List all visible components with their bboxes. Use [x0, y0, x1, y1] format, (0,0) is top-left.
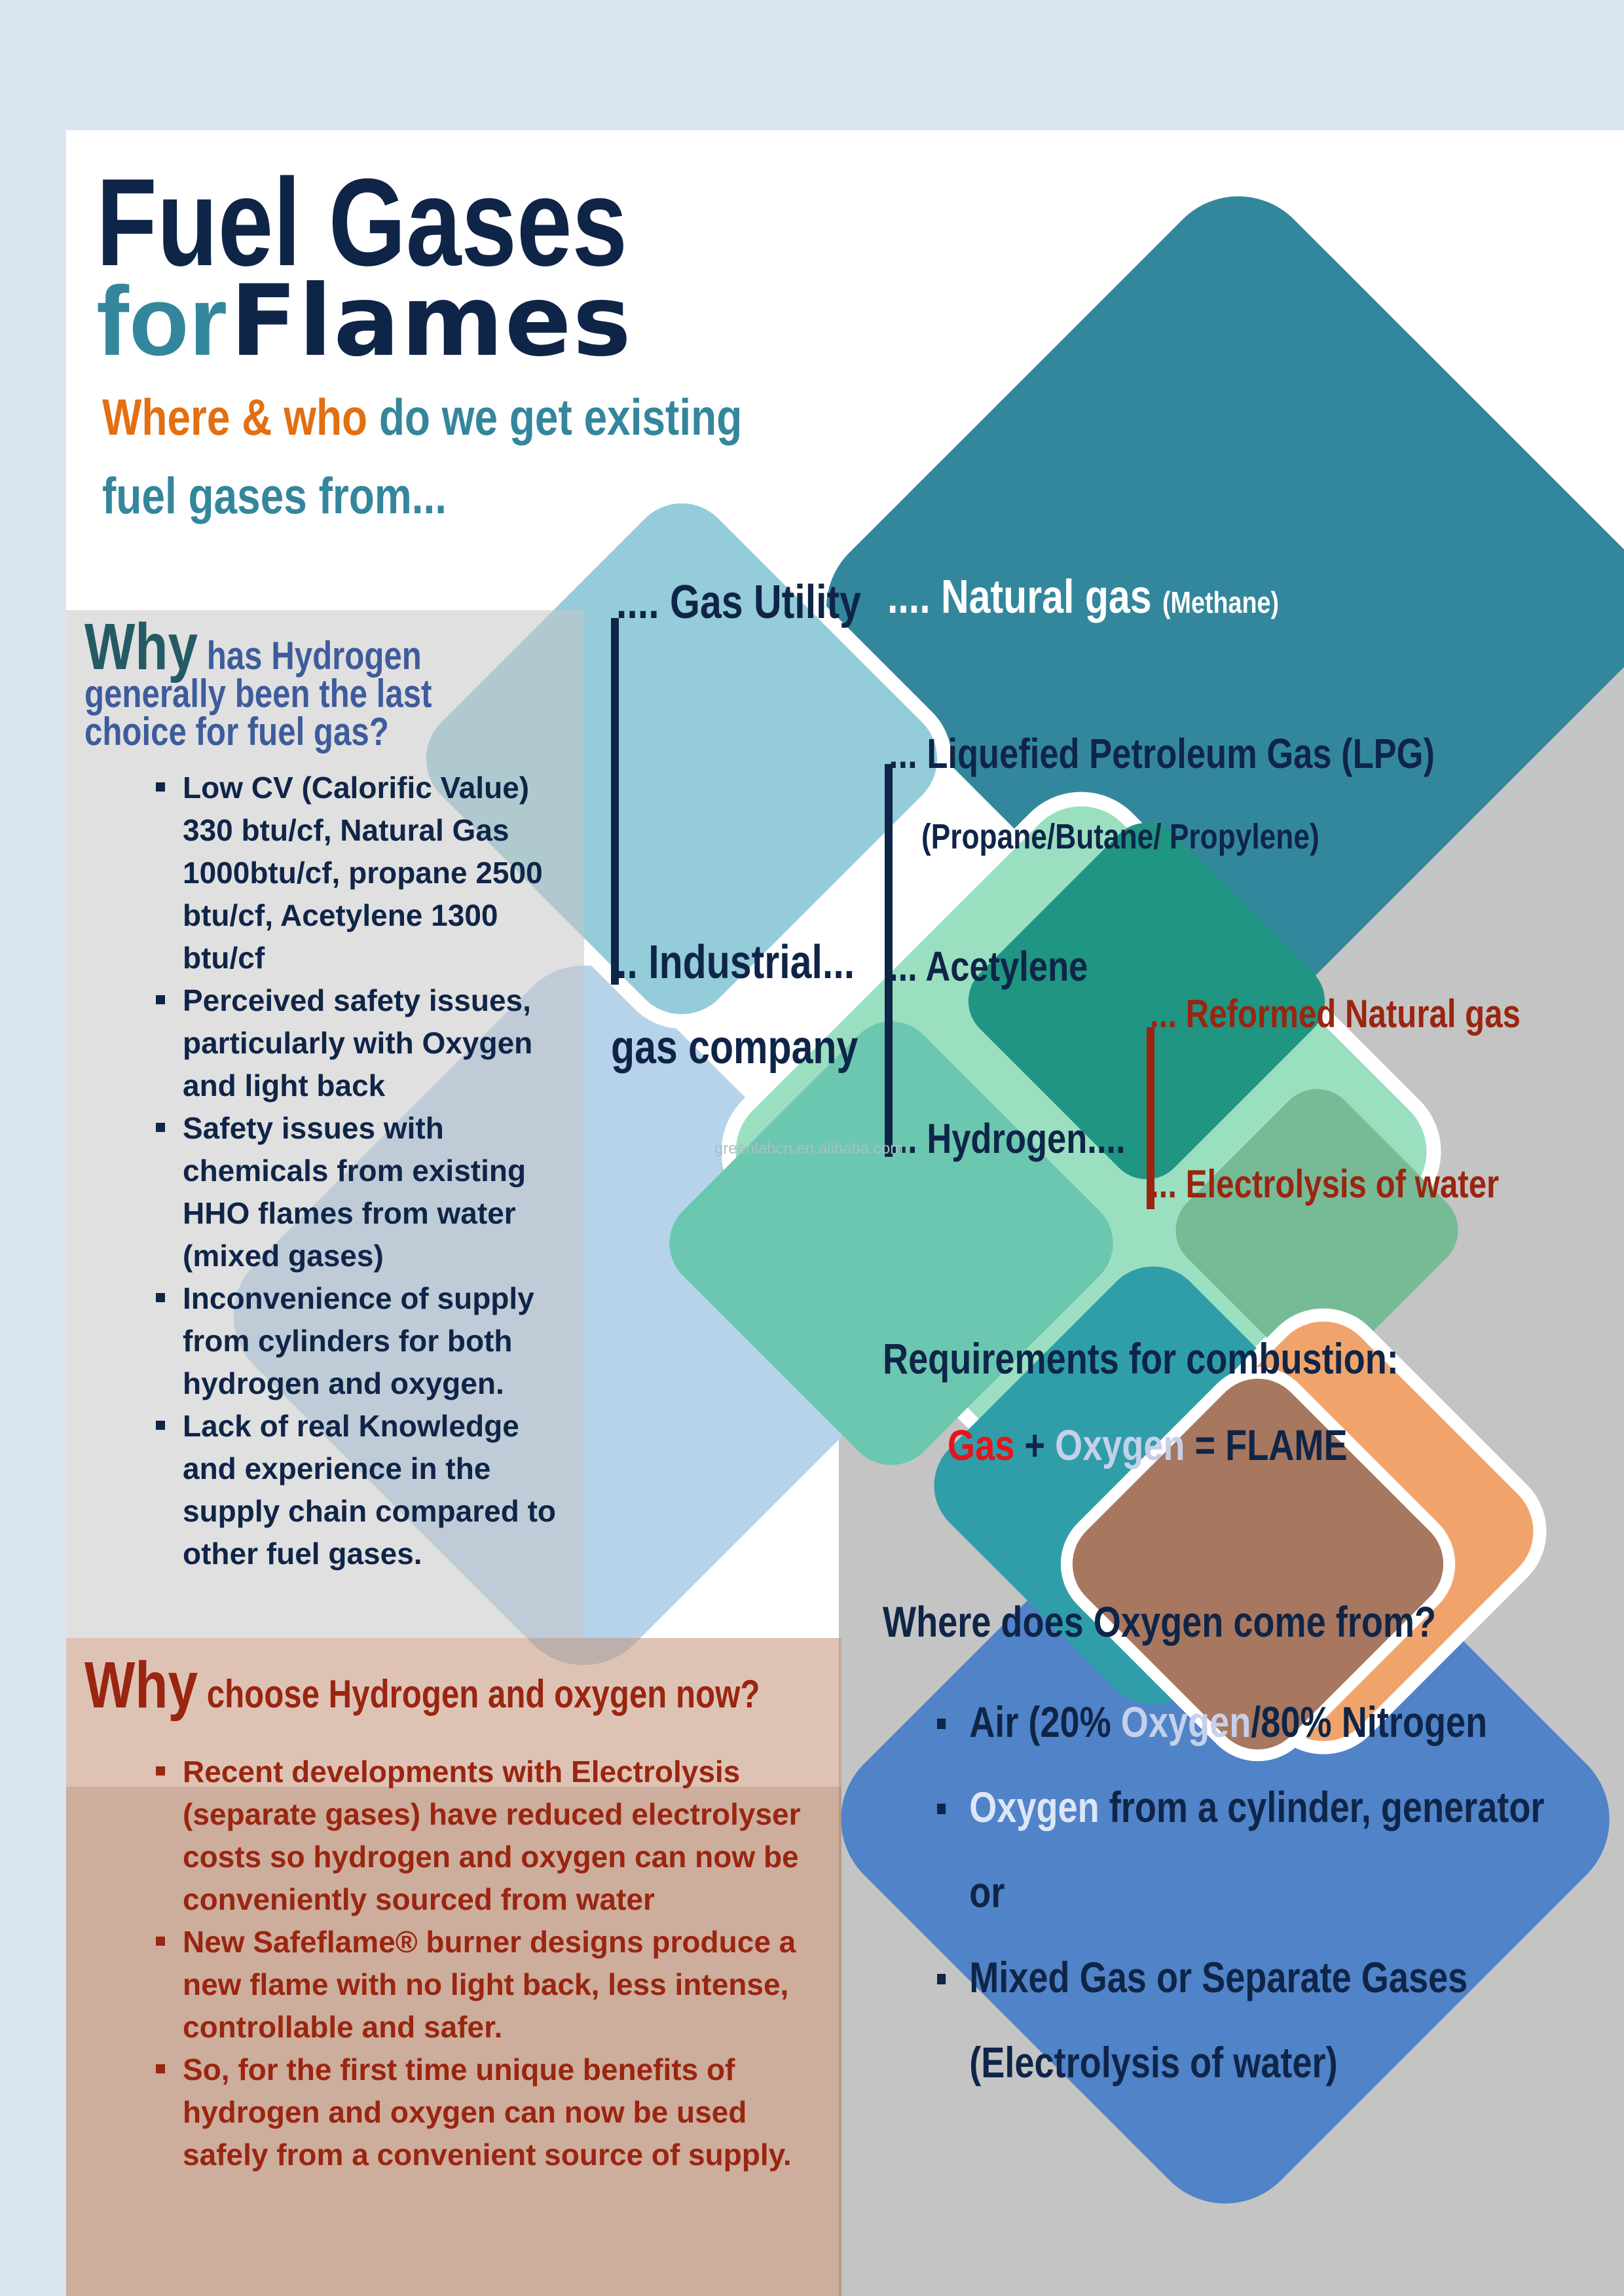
bracket-gas-utility — [611, 618, 619, 985]
label-reformed-natural-gas: ... Reformed Natural gas — [1150, 992, 1521, 1036]
oxygen-item-air: Air (20% Oxygen/80% Nitrogen — [937, 1679, 1544, 1764]
label-lpg-sub: (Propane/Butane/ Propylene) — [921, 817, 1320, 856]
combustion-heading: Requirements for combustion: — [883, 1334, 1399, 1383]
title-line1: Fuel Gases — [96, 153, 628, 292]
why-last-item: Lack of real Knowledge and experience in… — [84, 1405, 556, 1575]
bullet-square-icon — [156, 995, 165, 1004]
bullet-square-icon — [937, 1719, 946, 1729]
oxygen-heading: Where does Oxygen come from? — [883, 1597, 1437, 1646]
bullet-square-icon — [937, 1974, 946, 1984]
subtitle-line2: fuel gases from... — [102, 467, 447, 524]
label-industrial: .. Industrial... — [616, 936, 855, 989]
oxygen-item-cylinder: Oxygen from a cylinder, generator — [937, 1764, 1544, 1850]
eq-gas: Gas — [948, 1421, 1015, 1469]
subtitle: Where & who do we get existing fuel gase… — [102, 378, 742, 535]
why-last-heading-l3: choice for fuel gas? — [84, 710, 389, 754]
bullet-square-icon — [156, 2064, 165, 2073]
title-block: Fuel Gases for Flames — [96, 160, 760, 401]
natural-gas-text: .... Natural gas — [887, 571, 1152, 623]
why-now-list: Recent developments with Electrolysis (s… — [84, 1751, 831, 2176]
oxygen-or: or — [969, 1868, 1005, 1916]
bullet-square-icon — [156, 1123, 165, 1132]
sage-diamond-shape — [1175, 1089, 1458, 1372]
why-last-why: Why — [84, 610, 198, 683]
why-now-item: So, for the first time unique benefits o… — [84, 2049, 831, 2176]
why-last-item: Inconvenience of supply from cylinders f… — [84, 1277, 556, 1405]
label-electrolysis: ... Electrolysis of water — [1150, 1162, 1500, 1206]
title-line2: for Flames — [96, 272, 760, 401]
label-hydrogen: ... Hydrogen.... — [889, 1115, 1126, 1162]
poster: Fuel Gases for Flames Where & who do we … — [66, 130, 1624, 2296]
bullet-square-icon — [937, 1804, 946, 1814]
why-last-panel: Why has Hydrogen generally been the last… — [84, 614, 582, 1575]
why-last-heading-l1: has Hydrogen — [198, 634, 422, 678]
label-acetylene: ... Acetylene — [889, 943, 1088, 990]
combustion-equation: Gas + Oxygen = FLAME — [948, 1420, 1348, 1470]
background-shapes — [66, 196, 1624, 2296]
why-last-heading-l2: generally been the last — [84, 672, 432, 716]
title-flames: Flames — [230, 264, 633, 378]
why-last-item: Low CV (Calorific Value) 330 btu/cf, Nat… — [84, 767, 556, 979]
eq-equals-flame: = FLAME — [1185, 1421, 1348, 1469]
bullet-square-icon — [156, 1766, 165, 1776]
bracket-hydrogen — [1147, 1027, 1154, 1209]
bullet-square-icon — [156, 782, 165, 792]
watermark: greenlabcn.en.alibaba.com — [714, 1140, 904, 1157]
why-now-item: Recent developments with Electrolysis (s… — [84, 1751, 831, 1921]
subtitle-rest: do we get existing — [367, 388, 743, 446]
why-now-why: Why — [84, 1649, 198, 1722]
label-lpg: ... Liquefied Petroleum Gas (LPG) — [889, 730, 1435, 777]
bullet-square-icon — [156, 1421, 165, 1430]
brown-diamond-shape — [1060, 1366, 1456, 1762]
why-last-item: Safety issues with chemicals from existi… — [84, 1107, 556, 1277]
bottom-panel-shade — [66, 1787, 841, 2296]
label-natural-gas: .... Natural gas (Methane) — [887, 570, 1279, 624]
oxygen-list: Air (20% Oxygen/80% Nitrogen Oxygen from… — [937, 1679, 1544, 2105]
bracket-industrial — [885, 764, 893, 1157]
title-for: for — [96, 266, 227, 376]
why-now-heading-rest: choose Hydrogen and oxygen now? — [198, 1672, 760, 1716]
bullet-square-icon — [156, 1937, 165, 1946]
left-panel-overlay — [66, 610, 584, 1638]
bullet-square-icon — [156, 1293, 165, 1302]
why-now-panel: Why choose Hydrogen and oxygen now? Rece… — [84, 1652, 838, 2176]
eq-oxygen: Oxygen — [1054, 1421, 1185, 1469]
why-last-item: Perceived safety issues, particularly wi… — [84, 979, 556, 1107]
oxygen-mixed-sub: (Electrolysis of water) — [969, 2038, 1338, 2086]
bottom-panel-overlay — [66, 1638, 841, 2296]
darkgreen-diamond-shape — [968, 822, 1325, 1180]
methane-text: (Methane) — [1162, 585, 1280, 619]
subtitle-where-who: Where & who — [102, 388, 368, 446]
label-gas-utility: .... Gas Utility — [616, 576, 862, 629]
why-last-list: Low CV (Calorific Value) 330 btu/cf, Nat… — [84, 767, 556, 1575]
why-last-heading: Why has Hydrogen generally been the last… — [84, 614, 492, 754]
green-diamond-shape — [669, 1021, 1113, 1465]
why-now-item: New Safeflame® burner designs produce a … — [84, 1921, 831, 2049]
eq-plus: + — [1014, 1421, 1055, 1469]
oxygen-item-mixed: Mixed Gas or Separate Gases — [937, 1935, 1544, 2020]
why-now-heading: Why choose Hydrogen and oxygen now? — [84, 1649, 760, 1727]
label-gas-company: gas company — [611, 1021, 858, 1074]
